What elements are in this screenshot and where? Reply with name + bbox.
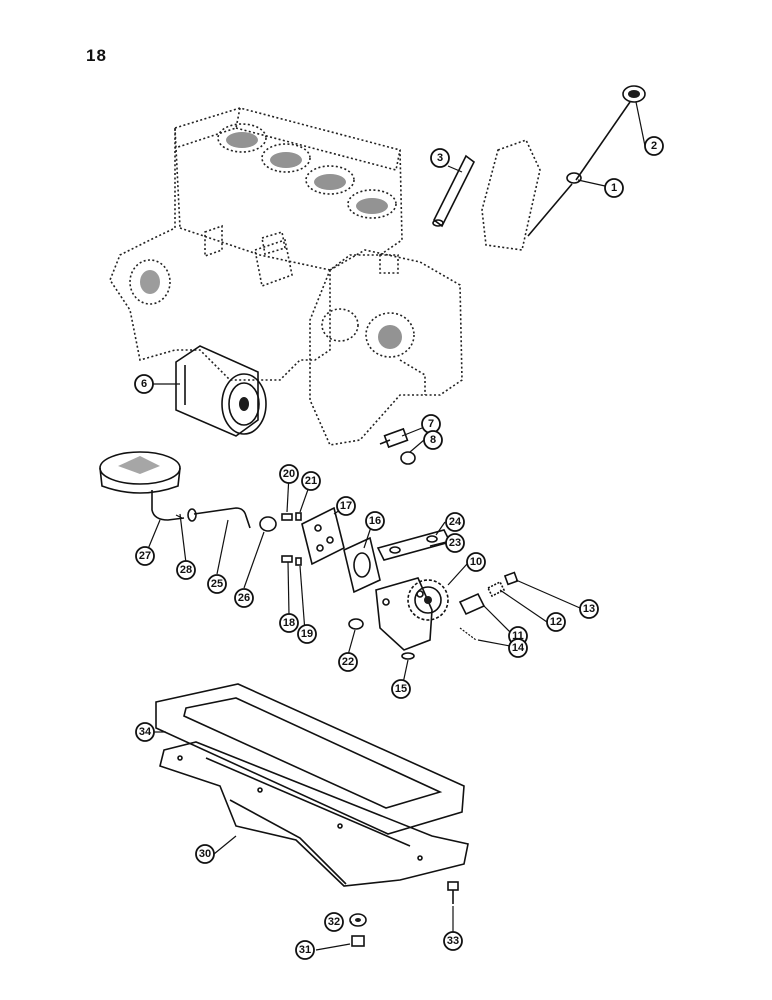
callout-17: 17 xyxy=(336,496,356,516)
svg-text:6: 6 xyxy=(141,378,147,390)
svg-text:12: 12 xyxy=(550,616,562,628)
svg-text:27: 27 xyxy=(139,550,151,562)
callout-18: 18 xyxy=(279,613,299,633)
callout-26: 26 xyxy=(234,588,254,608)
callout-14: 14 xyxy=(508,638,528,658)
svg-text:18: 18 xyxy=(283,617,295,629)
svg-text:33: 33 xyxy=(447,935,459,947)
svg-text:15: 15 xyxy=(395,683,407,695)
callout-25: 25 xyxy=(207,574,227,594)
callout-32: 32 xyxy=(324,912,344,932)
callout-34: 34 xyxy=(135,722,155,742)
callout-31: 31 xyxy=(295,940,315,960)
callout-22: 22 xyxy=(338,652,358,672)
svg-text:10: 10 xyxy=(470,556,482,568)
svg-text:21: 21 xyxy=(305,475,317,487)
callout-19: 19 xyxy=(297,624,317,644)
svg-text:7: 7 xyxy=(428,418,434,430)
oil-pan xyxy=(159,741,469,947)
callout-8: 8 xyxy=(423,430,443,450)
svg-text:14: 14 xyxy=(512,642,525,654)
svg-text:1: 1 xyxy=(611,182,617,194)
callout-16: 16 xyxy=(365,511,385,531)
callout-2: 2 xyxy=(644,136,664,156)
svg-text:28: 28 xyxy=(180,564,192,576)
callout-23: 23 xyxy=(445,533,465,553)
svg-text:11: 11 xyxy=(512,630,524,642)
leader-lines xyxy=(147,101,646,951)
callout-21: 21 xyxy=(301,471,321,491)
fittings xyxy=(379,427,416,465)
svg-text:17: 17 xyxy=(340,500,352,512)
oil-pan-gasket xyxy=(155,683,465,835)
callout-7: 7 xyxy=(421,414,441,434)
callout-27: 27 xyxy=(135,546,155,566)
callout-28: 28 xyxy=(176,560,196,580)
svg-text:31: 31 xyxy=(299,944,311,956)
svg-text:34: 34 xyxy=(139,726,152,738)
svg-text:32: 32 xyxy=(328,916,340,928)
callout-30: 30 xyxy=(195,844,215,864)
callout-24: 24 xyxy=(445,512,465,532)
svg-text:13: 13 xyxy=(583,603,595,615)
callout-3: 3 xyxy=(430,148,450,168)
svg-text:24: 24 xyxy=(449,516,462,528)
tube-part xyxy=(432,154,476,228)
svg-text:23: 23 xyxy=(449,537,461,549)
callout-12: 12 xyxy=(546,612,566,632)
svg-text:3: 3 xyxy=(437,152,443,164)
callout-10: 10 xyxy=(466,552,486,572)
oil-pump-assembly xyxy=(281,506,519,660)
engine-block xyxy=(109,107,463,446)
svg-text:22: 22 xyxy=(342,656,354,668)
callout-1: 1 xyxy=(604,178,624,198)
dipstick-assembly xyxy=(481,85,646,251)
callout-13: 13 xyxy=(579,599,599,619)
callout-15: 15 xyxy=(391,679,411,699)
svg-text:2: 2 xyxy=(651,140,657,152)
svg-text:30: 30 xyxy=(199,848,211,860)
callout-20: 20 xyxy=(279,464,299,484)
svg-text:25: 25 xyxy=(211,578,223,590)
callout-6: 6 xyxy=(134,374,154,394)
svg-text:16: 16 xyxy=(369,515,381,527)
svg-text:20: 20 xyxy=(283,468,295,480)
svg-text:19: 19 xyxy=(301,628,313,640)
oil-pickup-assembly xyxy=(99,451,277,532)
svg-text:26: 26 xyxy=(238,592,250,604)
svg-text:8: 8 xyxy=(430,434,436,446)
callout-33: 33 xyxy=(443,931,463,951)
page-number: 18 xyxy=(86,46,107,65)
oil-filter xyxy=(175,345,267,437)
